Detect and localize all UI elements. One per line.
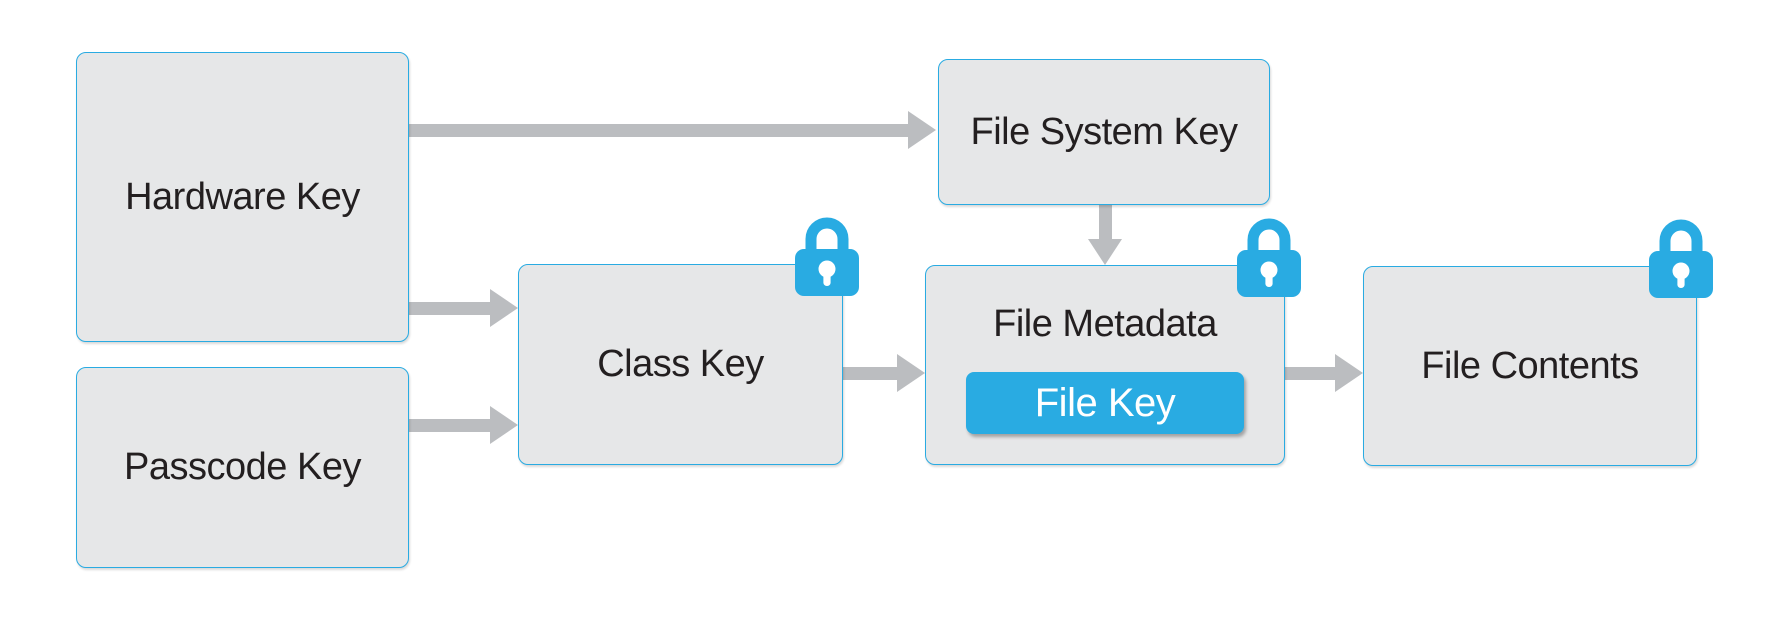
node-label: Class Key (597, 343, 764, 385)
arrow-head (1088, 239, 1122, 265)
arrow-shaft (843, 366, 897, 380)
arrow-shaft (1098, 205, 1112, 239)
arrow-hardware-to-class (409, 289, 518, 327)
node-file-system-key: File System Key (938, 59, 1270, 205)
arrow-head (490, 406, 518, 444)
node-hardware-key: Hardware Key (76, 52, 409, 342)
file-key-chip-label: File Key (1034, 380, 1176, 425)
node-label: Hardware Key (125, 175, 360, 218)
lock-icon (1649, 219, 1713, 298)
node-label: Passcode Key (124, 446, 361, 488)
node-class-key: Class Key (518, 217, 859, 465)
arrow-hardware-to-filesystem (409, 111, 936, 149)
arrow-metadata-to-contents (1285, 354, 1363, 392)
arrow-head (490, 289, 518, 327)
node-label: File System Key (970, 110, 1238, 153)
lock-icon (1237, 218, 1301, 297)
node-label: File Contents (1421, 344, 1639, 387)
arrow-shaft (409, 418, 490, 432)
arrow-filesystem-to-metadata (1088, 205, 1122, 265)
lock-icon (795, 217, 859, 296)
node-file-metadata: File Metadata File Key (925, 218, 1301, 465)
node-passcode-key: Passcode Key (76, 367, 409, 568)
arrow-shaft (409, 123, 908, 137)
arrow-passcode-to-class (409, 406, 518, 444)
file-key-chip: File Key (966, 372, 1244, 434)
node-file-contents: File Contents (1363, 219, 1713, 466)
arrow-class-to-metadata (843, 354, 925, 392)
node-label: File Metadata (993, 303, 1217, 345)
arrow-head (897, 354, 925, 392)
arrow-shaft (1285, 366, 1335, 380)
arrow-head (908, 111, 936, 149)
arrow-head (1335, 354, 1363, 392)
arrow-shaft (409, 301, 490, 315)
